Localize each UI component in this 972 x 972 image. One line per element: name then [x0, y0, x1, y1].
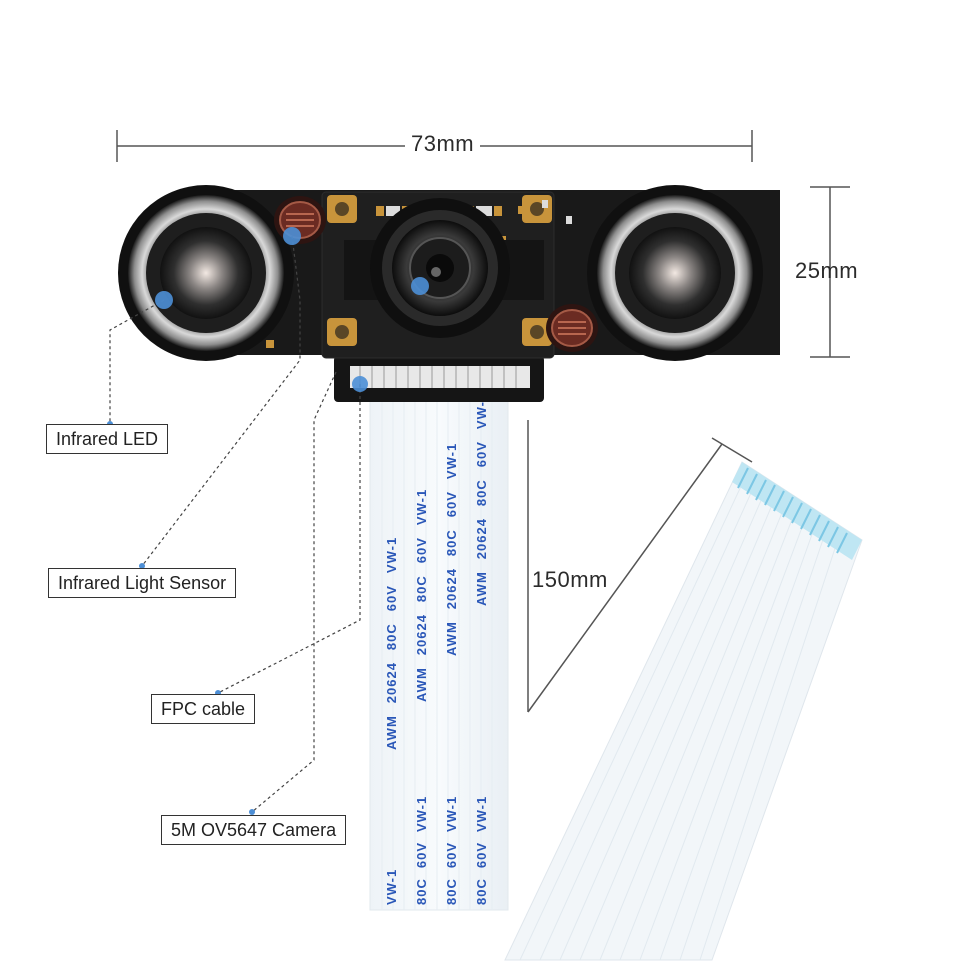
cable-print-col-8: 80C60VVW-1	[474, 796, 489, 905]
cable-print-col-2: AWM2062480C60VVW-1	[414, 489, 429, 702]
cable-print-col-1: AWM2062480C60VVW-1	[384, 537, 399, 750]
cable-print-col-6: 80C60VVW-1	[414, 796, 429, 905]
callout-fpc-cable: FPC cable	[151, 694, 256, 724]
width-dimension-label: 73mm	[405, 131, 481, 157]
marker-dot-led	[155, 291, 173, 309]
left-infrared-led	[118, 185, 294, 361]
cable-print-col-3: AWM2062480C60VVW-1	[444, 443, 459, 656]
height-dimension-line	[810, 186, 850, 358]
loose-fpc-cable	[504, 461, 863, 961]
camera-lens	[370, 198, 510, 338]
height-dimension-label: 25mm	[795, 258, 859, 283]
marker-dot-lens	[411, 277, 429, 295]
cable-print-col-7: 80C60VVW-1	[444, 796, 459, 905]
callout-infrared-led: Infrared LED	[46, 424, 169, 454]
cable-length-dimension-label: 150mm	[532, 567, 608, 592]
callout-infrared-light-sensor: Infrared Light Sensor	[48, 568, 237, 598]
right-infrared-led	[587, 185, 763, 361]
marker-dots	[107, 227, 429, 815]
cable-length-dimension-line	[527, 420, 753, 713]
attached-fpc-cable: AWM2062480C60VVW-1 AWM2062480C60VVW-1 AW…	[369, 393, 509, 911]
cable-print-col-4: AWM2062480C60VVW-1	[474, 393, 489, 606]
light-sensor-bottom-right	[546, 304, 598, 352]
leader-lines	[109, 235, 361, 813]
cable-print-col-5: VW-1	[384, 869, 399, 905]
callout-camera: 5M OV5647 Camera	[161, 815, 347, 845]
marker-dot-sensor	[283, 227, 301, 245]
marker-dot-connector	[352, 376, 368, 392]
fpc-connector	[334, 356, 544, 402]
